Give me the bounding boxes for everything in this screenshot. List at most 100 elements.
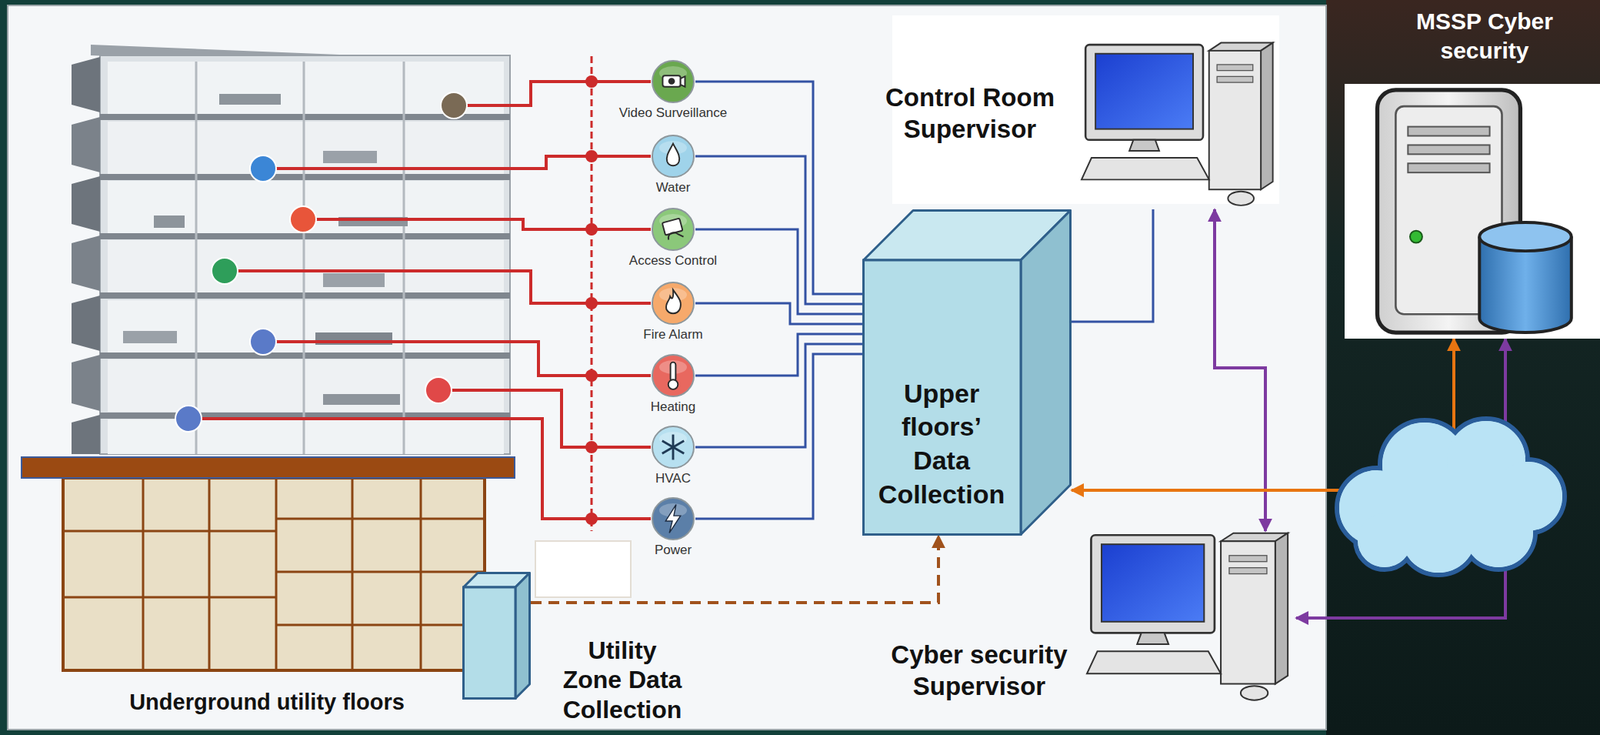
monitor-stand: [1129, 140, 1160, 151]
grid-line: [63, 596, 277, 599]
workstation-node-shape: [1086, 530, 1297, 704]
balcony: [71, 295, 100, 351]
icon-disc: [652, 208, 694, 250]
monitor-bezel: [1085, 44, 1204, 140]
icon-disc: [652, 60, 694, 103]
connector: [1214, 209, 1266, 531]
system-icon: Water: [650, 133, 696, 179]
monitor-stand: [1136, 632, 1169, 644]
connector: [695, 229, 863, 314]
balcony: [71, 235, 100, 291]
connector: [695, 303, 863, 324]
drive-slot: [1229, 555, 1267, 562]
node-label: Water: [604, 180, 742, 196]
junction-dot: [585, 150, 598, 163]
monitor-screen: [1101, 543, 1204, 622]
system-icon-shape: [650, 280, 696, 326]
drive-slot: [1229, 567, 1267, 574]
main-panel: [7, 5, 1327, 730]
balcony: [71, 354, 100, 411]
furniture: [153, 215, 185, 228]
monitor-bezel: [1090, 534, 1214, 633]
junction-dot: [585, 223, 598, 236]
camera-body: [662, 75, 680, 87]
system-icon-shape: [650, 206, 696, 252]
mouse: [1240, 685, 1268, 700]
system-icon-shape: [650, 353, 696, 398]
building-illustration: [71, 44, 510, 454]
network-cloud: [1336, 418, 1565, 575]
balcony: [71, 56, 100, 113]
balcony: [71, 176, 100, 232]
junction-dot: [585, 440, 598, 454]
bus-junctions: [585, 75, 598, 525]
mouse: [1227, 191, 1254, 206]
water-drop: [666, 143, 680, 167]
junction-dot: [585, 369, 598, 382]
drive-slot: [1216, 64, 1254, 71]
node-label: Upper floors’ Data Collection: [862, 376, 1021, 511]
workstation-node-shape: [1081, 40, 1281, 210]
workstation-node: Cyber security Supervisor: [1086, 530, 1297, 704]
workstation-node: Control Room Supervisor: [1081, 40, 1281, 210]
junction-dot: [585, 75, 598, 88]
icon-glyph: [662, 75, 685, 87]
cube-front: [463, 586, 517, 699]
server-node-shape: [1344, 83, 1600, 339]
tower-side: [1260, 43, 1274, 190]
grid-line: [276, 570, 485, 574]
server-slot: [1407, 163, 1490, 173]
sensor-wire: [276, 156, 592, 169]
node-label: Power: [604, 542, 742, 558]
thermometer-bulb: [668, 379, 679, 390]
power-bolt: [665, 504, 680, 534]
furniture: [323, 273, 385, 287]
underground-floors: Underground utility floors: [20, 456, 516, 672]
bus-tap: [591, 445, 651, 449]
icon-glyph: [665, 504, 680, 534]
sensor-wire: [237, 270, 592, 304]
grid-line: [276, 517, 485, 520]
system-icon-shape: [650, 59, 696, 104]
grid-line: [63, 530, 277, 533]
sensor-bus: [590, 56, 594, 531]
sensor-dot: [211, 257, 238, 284]
underground-floors-shape: [20, 456, 516, 672]
sensor-dot: [440, 92, 467, 119]
furniture: [123, 330, 177, 344]
keyboard: [1081, 157, 1210, 180]
bus-tap: [591, 516, 651, 520]
connector: [1071, 209, 1154, 322]
blank-panel: [535, 540, 631, 597]
sensor-wire: [276, 341, 592, 376]
icon-disc: [652, 354, 694, 397]
tower-side: [1275, 533, 1288, 684]
status-led: [1410, 230, 1423, 244]
system-icon-shape: [650, 424, 696, 470]
right-dark-panel: [1326, 0, 1600, 735]
server-slot: [1407, 144, 1490, 154]
bus-tap: [591, 373, 651, 377]
monitor-screen: [1095, 53, 1194, 130]
building-body: [100, 55, 510, 454]
utility-floor-grid: [63, 477, 485, 670]
room-band: [107, 121, 504, 174]
room-band: [107, 359, 504, 412]
node-label: Underground utility floors: [51, 688, 483, 716]
partition: [403, 61, 406, 454]
camera-hood: [680, 76, 686, 87]
grid-line: [420, 477, 423, 670]
sensor-dot: [175, 405, 202, 432]
system-icon: Heating: [650, 353, 696, 398]
sensor-dot: [290, 206, 317, 233]
grid-line: [275, 477, 278, 670]
tower-front: [1209, 50, 1261, 190]
database-top: [1479, 222, 1572, 251]
node-label: Cyber security Supervisor: [875, 638, 1084, 703]
partition: [303, 61, 306, 454]
snowflake-arm: [662, 440, 684, 454]
icon-disc: [652, 426, 694, 468]
system-icon: HVAC: [650, 424, 696, 470]
